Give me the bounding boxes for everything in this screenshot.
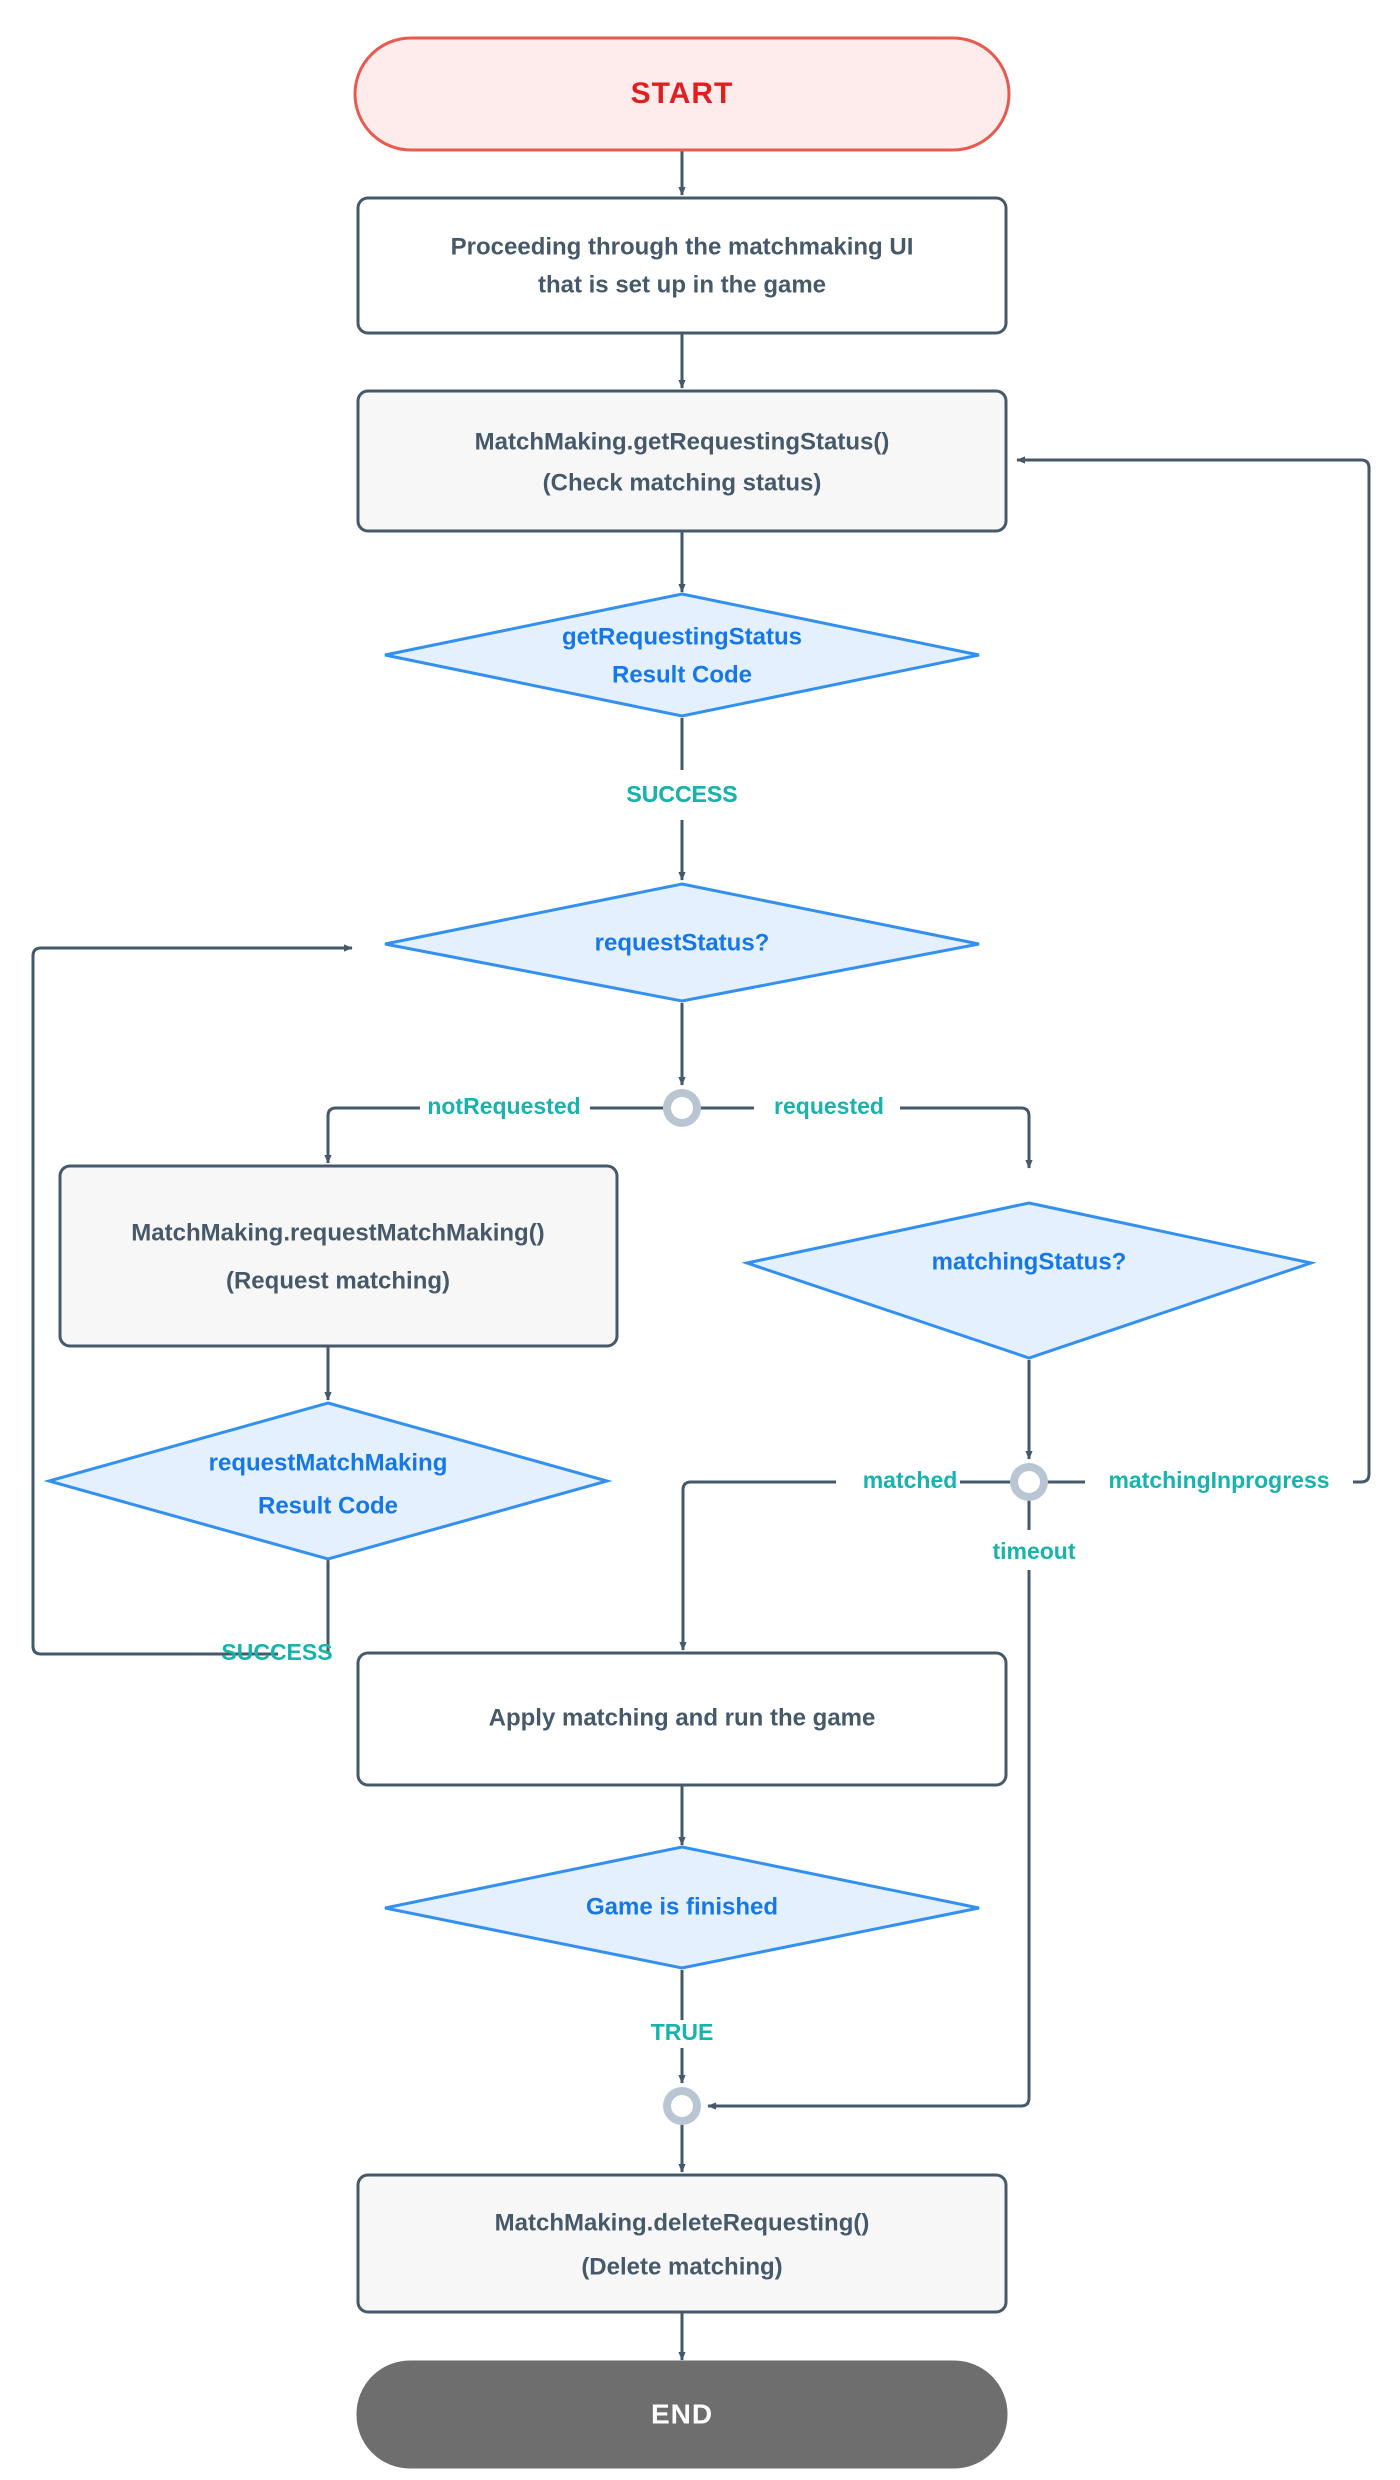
edge-label-timeout: timeout: [992, 1538, 1075, 1564]
start-shape: [353, 36, 1011, 152]
edge-label-get-status-success-fg: SUCCESS: [626, 781, 737, 807]
request-result-shape: [43, 1401, 613, 1561]
connector-merge-before-delete: [663, 2087, 701, 2125]
request-matchmaking-shape: [58, 1164, 619, 1348]
matching-status-label: matchingStatus?: [932, 1248, 1127, 1275]
node-matching-status[interactable]: matchingStatus?: [741, 1201, 1317, 1360]
game-finished-label: Game is finished: [586, 1893, 778, 1920]
node-request-matchmaking[interactable]: MatchMaking.requestMatchMaking() (Reques…: [58, 1164, 619, 1348]
edge-branch-not-requested-tail: [324, 1106, 420, 1164]
edge-branch-matching-inprogress-tail: [1016, 456, 1371, 1484]
node-game-finished[interactable]: Game is finished: [384, 1845, 980, 1970]
node-end[interactable]: END: [356, 2360, 1008, 2469]
ui-step-line1: Proceeding through the matchmaking UI: [451, 233, 914, 260]
end-label: END: [651, 2398, 713, 2429]
merge-ring-inner: [671, 2095, 693, 2117]
request-matchmaking-line1: MatchMaking.requestMatchMaking(): [131, 1219, 544, 1246]
edge-label-matching-inprogress: matchingInprogress: [1108, 1467, 1329, 1493]
delete-requesting-line1: MatchMaking.deleteRequesting(): [495, 2209, 870, 2236]
request-matchmaking-line2: (Request matching): [226, 1267, 450, 1294]
request-result-line1: requestMatchMaking: [209, 1449, 448, 1476]
get-status-line1: MatchMaking.getRequestingStatus(): [475, 428, 890, 455]
node-ui-step[interactable]: Proceeding through the matchmaking UI th…: [356, 196, 1008, 335]
edge-label-game-true: TRUE: [651, 2019, 714, 2045]
request-status-shape: [384, 882, 980, 1003]
get-status-shape: [356, 389, 1008, 533]
get-status-result-line2: Result Code: [612, 661, 752, 688]
node-delete-requesting[interactable]: MatchMaking.deleteRequesting() (Delete m…: [356, 2173, 1008, 2314]
game-finished-shape: [384, 1845, 980, 1970]
edge-label-requested: requested: [774, 1093, 884, 1119]
get-status-result-shape: [384, 592, 980, 718]
edge-label-request-success: SUCCESS: [221, 1639, 332, 1665]
edge-label-get-status-success: SUCCESS: [626, 781, 737, 807]
node-get-status[interactable]: MatchMaking.getRequestingStatus() (Check…: [356, 389, 1008, 533]
ui-step-shape: [356, 196, 1008, 335]
ui-step-line2: that is set up in the game: [538, 271, 826, 298]
connector-branch-matching-status: [1010, 1463, 1048, 1501]
edge-branch-timeout-tail: [707, 1570, 1031, 2110]
edge-request-result-success-left: [31, 944, 353, 1656]
start-label: START: [631, 77, 734, 110]
apply-matching-label: Apply matching and run the game: [489, 1704, 876, 1731]
apply-matching-shape: [356, 1651, 1008, 1787]
node-start[interactable]: START: [353, 36, 1011, 152]
get-status-result-line1: getRequestingStatus: [562, 623, 802, 650]
connector-branch-request-status: [663, 1089, 701, 1127]
node-request-status[interactable]: requestStatus?: [384, 882, 980, 1003]
edge-label-matched: matched: [863, 1467, 958, 1493]
node-get-status-result[interactable]: getRequestingStatus Result Code: [384, 592, 980, 718]
branch-ring-inner: [671, 1097, 693, 1119]
edge-label-not-requested: notRequested: [427, 1093, 580, 1119]
node-request-result[interactable]: requestMatchMaking Result Code: [43, 1401, 613, 1561]
request-result-line2: Result Code: [258, 1492, 398, 1519]
request-status-label: requestStatus?: [595, 929, 770, 956]
matching-status-shape: [741, 1201, 1317, 1360]
get-status-line2: (Check matching status): [543, 469, 822, 496]
branch2-ring-inner: [1018, 1471, 1040, 1493]
delete-requesting-line2: (Delete matching): [581, 2253, 782, 2280]
delete-requesting-shape: [356, 2173, 1008, 2314]
edge-branch-matched-tail: [679, 1480, 836, 1651]
end-shape: [356, 2360, 1008, 2469]
edge-branch-requested-tail: [900, 1106, 1033, 1169]
node-apply-matching[interactable]: Apply matching and run the game: [356, 1651, 1008, 1787]
